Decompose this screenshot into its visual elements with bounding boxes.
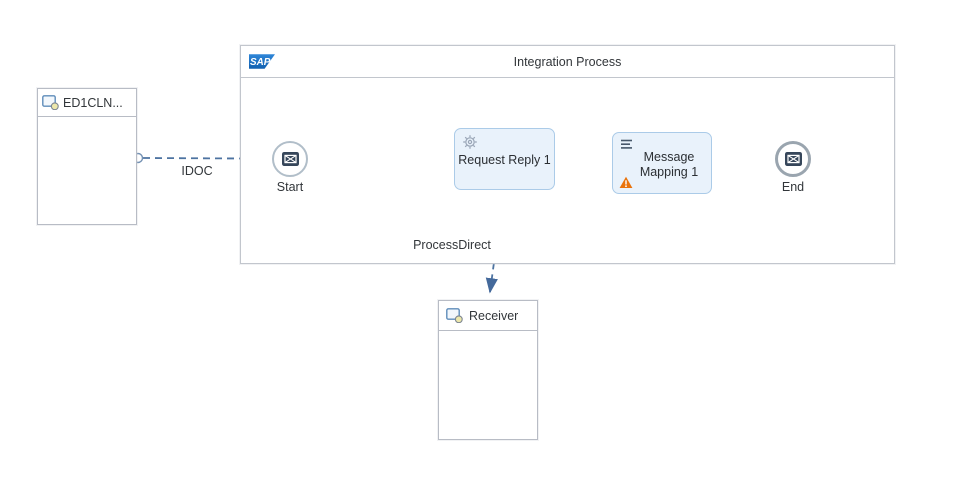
request-reply-label: Request Reply 1 (458, 153, 551, 167)
integration-process-header: SAP Integration Process (241, 46, 894, 78)
message-envelope-icon (784, 152, 802, 166)
processdirect-connection-label: ProcessDirect (413, 238, 491, 252)
sap-logo: SAP (249, 54, 275, 69)
message-envelope-icon (281, 152, 299, 166)
sender-label: ED1CLN... (63, 95, 123, 110)
end-event-label: End (781, 180, 805, 194)
warning-icon (619, 176, 633, 188)
message-mapping-node[interactable]: Message Mapping 1 (612, 132, 712, 194)
mapping-lines-icon (621, 139, 632, 149)
sender-participant-box[interactable]: ED1CLN... (37, 88, 137, 225)
receiver-header: Receiver (439, 301, 537, 331)
request-reply-node[interactable]: Request Reply 1 (454, 128, 555, 190)
participant-system-icon (446, 308, 463, 323)
receiver-label: Receiver (469, 308, 519, 323)
sap-logo-text: SAP (250, 57, 271, 68)
message-mapping-label: Message Mapping 1 (639, 150, 699, 179)
participant-system-icon (42, 95, 59, 110)
start-event-node[interactable] (272, 141, 308, 177)
integration-process-title: Integration Process (513, 55, 622, 69)
end-event-node[interactable] (775, 141, 811, 177)
gear-icon (463, 135, 477, 149)
start-event-label: Start (276, 180, 304, 194)
sender-header: ED1CLN... (38, 89, 136, 117)
idoc-connection-label: IDOC (181, 164, 213, 178)
receiver-participant-box[interactable]: Receiver (438, 300, 538, 440)
